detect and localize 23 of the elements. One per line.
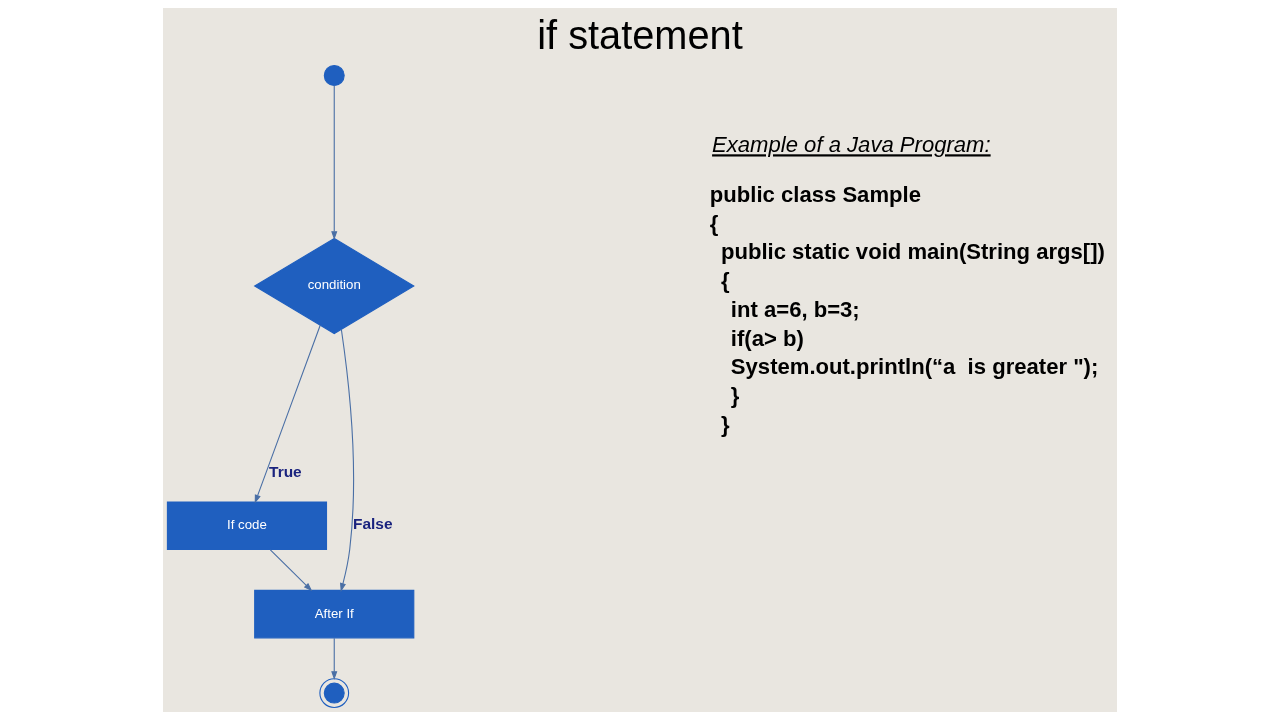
label: Example of a Java Program: [712, 132, 991, 158]
arrow [254, 324, 321, 504]
node-box: If code [166, 501, 328, 550]
node-circle [319, 678, 350, 708]
label: { [709, 210, 719, 236]
label: if(a> b) [730, 325, 804, 351]
label: } [730, 383, 740, 409]
arrow [331, 85, 338, 240]
node-circle [323, 65, 345, 86]
diagram-title: if statement [537, 12, 743, 57]
label: int a=6, b=3; [730, 296, 860, 322]
arrow [340, 328, 354, 592]
label: public static void main(String args[]) [720, 239, 1105, 265]
arrow [269, 549, 313, 592]
label: public class Sample [709, 182, 921, 208]
edge-label: False [353, 514, 393, 532]
arrow [331, 637, 338, 680]
label: { [720, 268, 730, 294]
node-diamond: condition [253, 237, 415, 335]
edge-label: True [269, 462, 302, 480]
label: System.out.println(“a is greater "); [730, 354, 1099, 380]
label: } [720, 411, 730, 437]
node-box: After If [254, 589, 415, 639]
